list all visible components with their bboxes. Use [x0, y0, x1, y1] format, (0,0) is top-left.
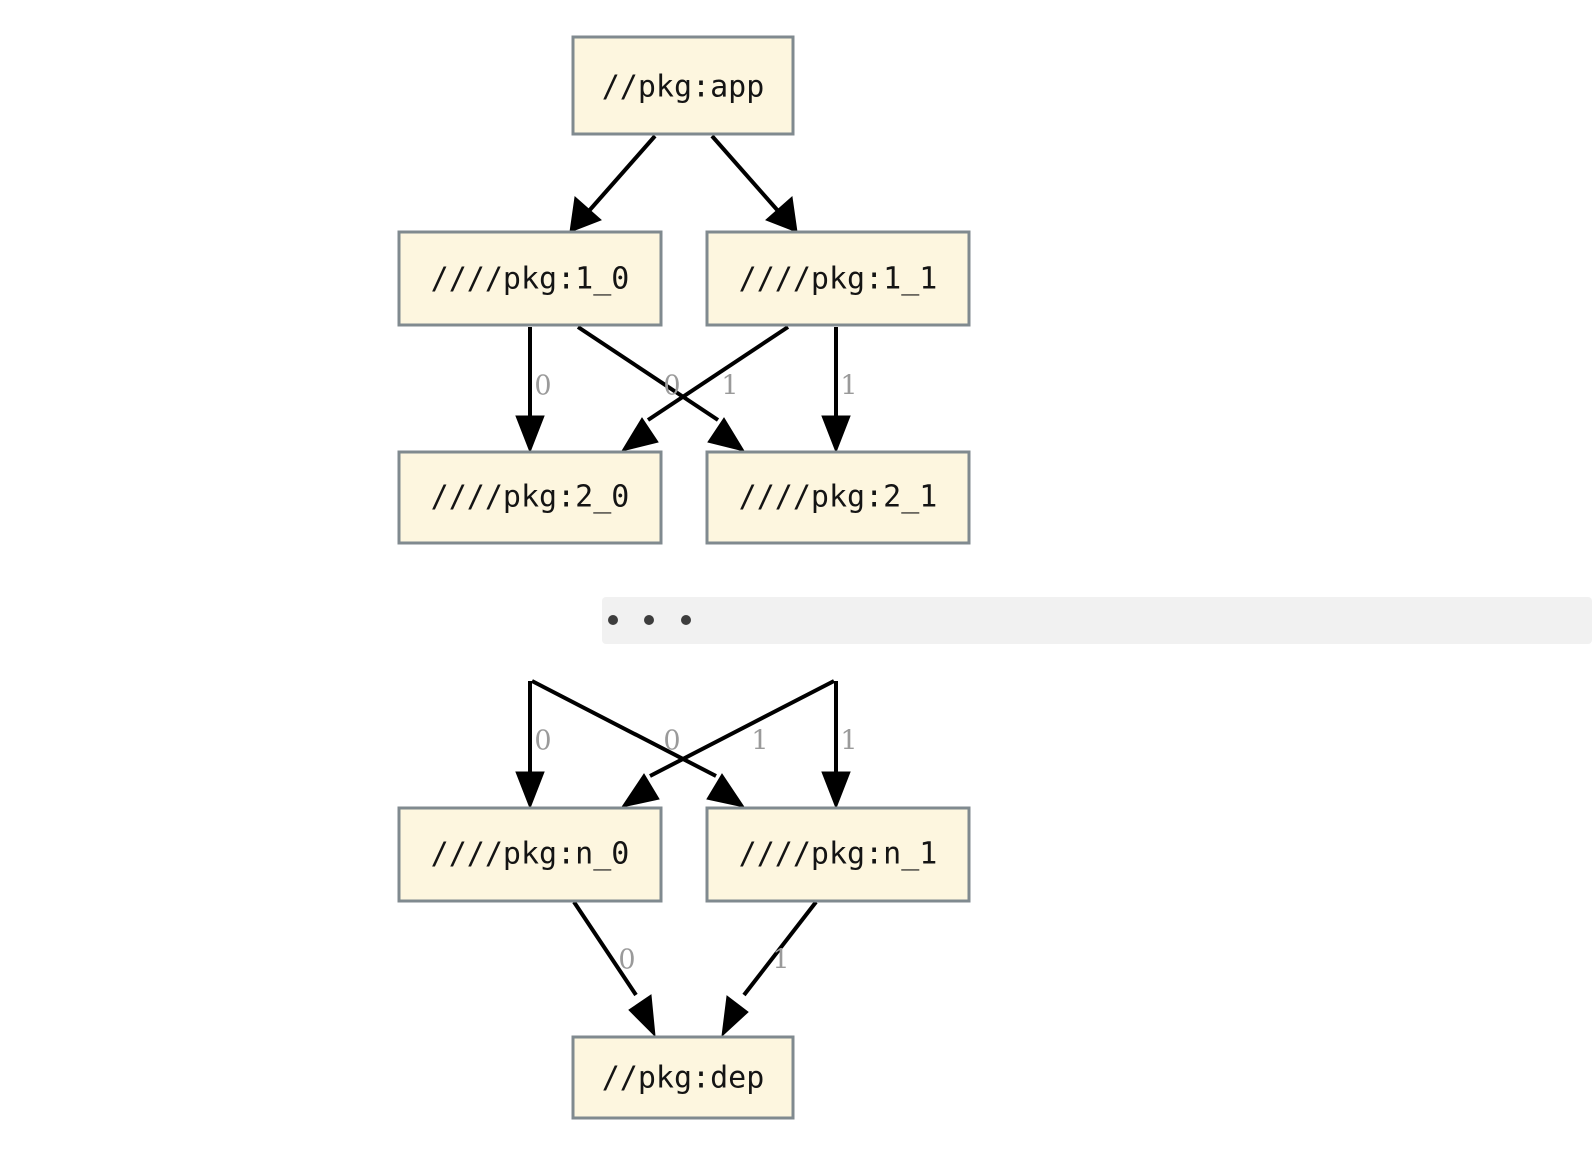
edge-1-0-to-2-1: [576, 325, 746, 452]
edge-n-0-to-dep: [572, 900, 656, 1038]
edge-n-1-to-dep: [721, 900, 818, 1038]
node-2-1[interactable]: ////pkg:2_1: [705, 450, 971, 545]
edge-label-top-b: 0: [663, 371, 680, 402]
node-n-0[interactable]: ////pkg:n_0: [397, 806, 663, 903]
node-dep[interactable]: //pkg:dep: [571, 1035, 795, 1120]
node-n-1-label: ////pkg:n_1: [739, 837, 938, 872]
ellipsis-dot-2: [644, 615, 654, 625]
ellipsis-dot-1: [608, 615, 618, 625]
node-n-0-label: ////pkg:n_0: [431, 837, 630, 872]
edge-app-to-1-1: [710, 134, 798, 233]
node-n-1[interactable]: ////pkg:n_1: [705, 806, 971, 903]
edge-label-bottom-b: 0: [663, 726, 680, 757]
ellipsis-band: [602, 597, 1592, 644]
node-2-1-label: ////pkg:2_1: [739, 480, 938, 515]
edge-prev-to-n-0-cross: [620, 679, 835, 808]
edge-1-1-to-2-0: [620, 325, 790, 452]
edge-label-bottom-d: 1: [840, 726, 857, 757]
edge-label-bottom-c: 1: [751, 726, 768, 757]
node-1-0-label: ////pkg:1_0: [431, 262, 630, 297]
edge-label-dep-left: 0: [618, 945, 635, 976]
node-2-0[interactable]: ////pkg:2_0: [397, 450, 663, 545]
node-2-0-label: ////pkg:2_0: [431, 480, 630, 515]
edge-label-top-c: 1: [721, 371, 738, 402]
edge-app-to-1-0: [569, 134, 657, 233]
ellipsis-dot-3: [681, 615, 691, 625]
node-app[interactable]: //pkg:app: [571, 35, 795, 136]
node-1-1[interactable]: ////pkg:1_1: [705, 230, 971, 327]
edge-label-top-d: 1: [840, 371, 857, 402]
node-1-0[interactable]: ////pkg:1_0: [397, 230, 663, 327]
node-1-1-label: ////pkg:1_1: [739, 262, 938, 297]
edge-prev-to-n-1: [821, 681, 851, 810]
edge-prev-to-n-1-cross: [531, 679, 746, 808]
edge-label-top-a: 0: [534, 371, 551, 402]
edge-1-1-to-2-1: [821, 327, 851, 454]
node-dep-label: //pkg:dep: [602, 1061, 765, 1096]
edge-1-0-to-2-0: [515, 327, 545, 454]
edge-prev-to-n-0: [515, 681, 545, 810]
node-app-label: //pkg:app: [602, 70, 765, 105]
edge-label-dep-right: 1: [772, 945, 789, 976]
edge-label-bottom-a: 0: [534, 726, 551, 757]
